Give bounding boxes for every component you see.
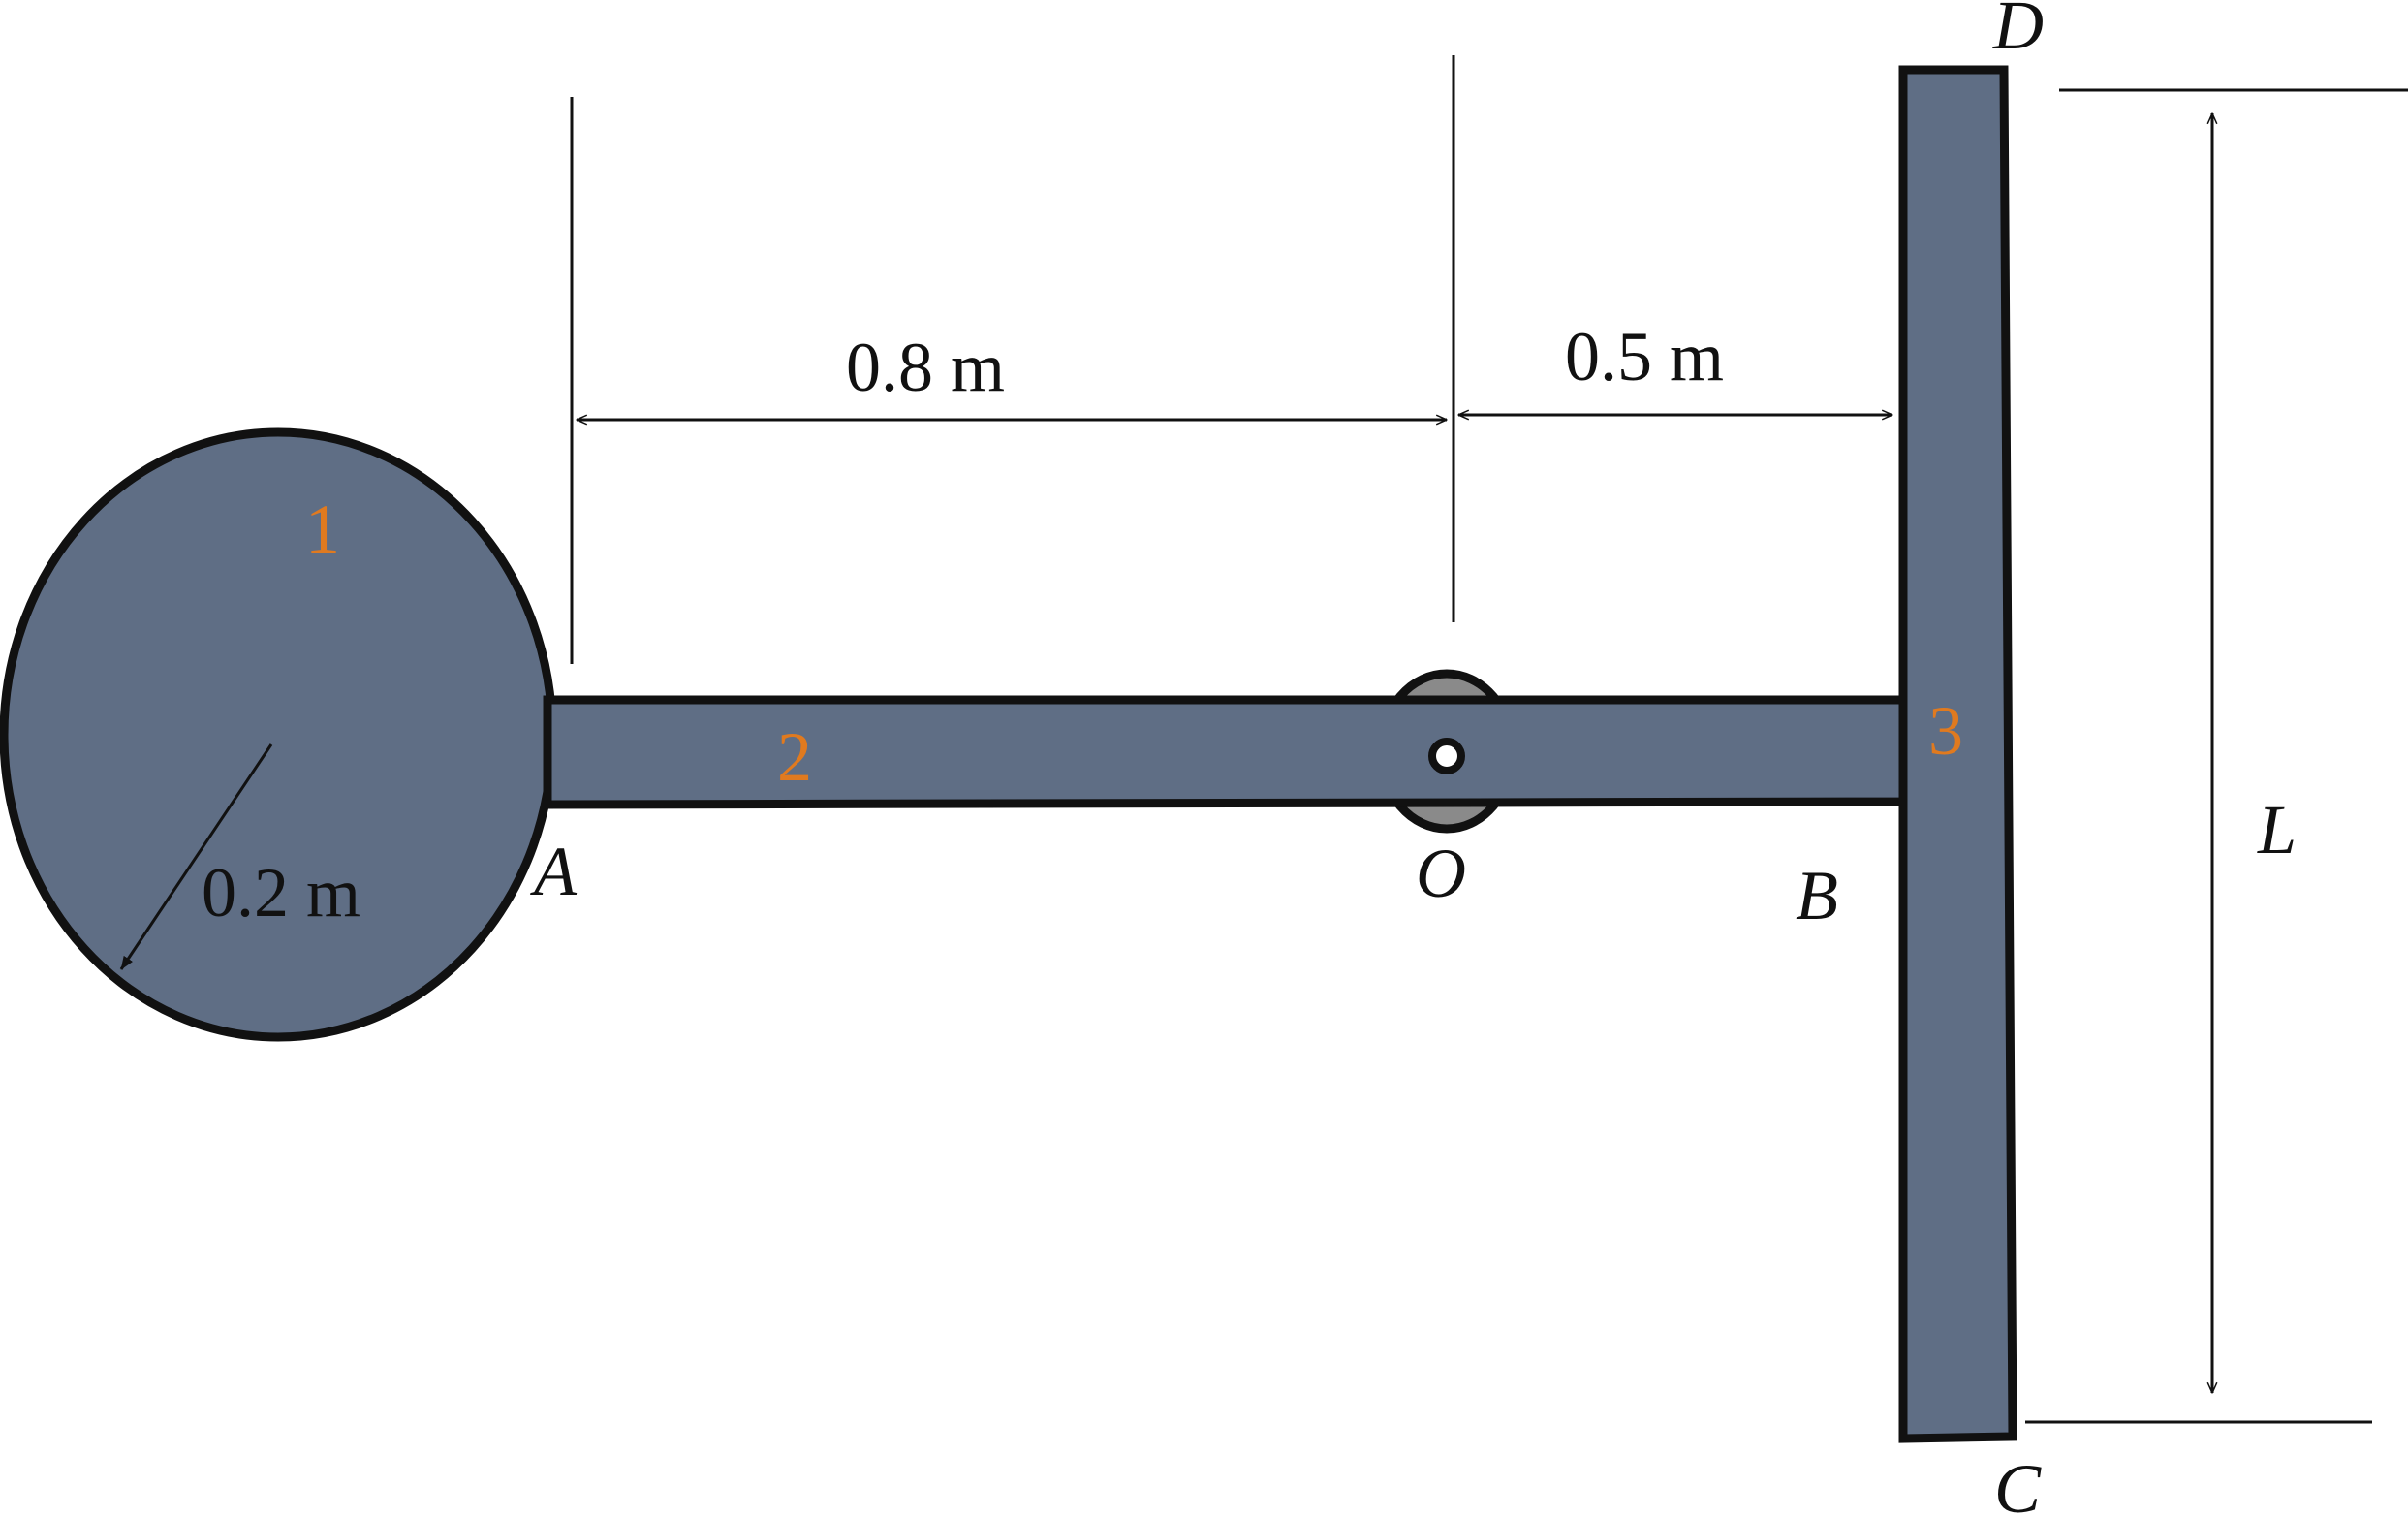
dimension-label-radius: 0.2 m	[202, 854, 360, 932]
dimension-label-a-to-o: 0.8 m	[846, 329, 1005, 406]
point-label-a: A	[530, 833, 578, 910]
radius-arrow	[119, 743, 273, 970]
pivot-pin	[1428, 738, 1465, 774]
arm-body	[543, 695, 1912, 809]
dimension-label-o-to-b: 0.5 m	[1565, 318, 1724, 395]
dimension-label-length: L	[2257, 791, 2297, 869]
rod-body	[1898, 65, 2017, 1443]
body-number-disk: 1	[305, 490, 340, 568]
point-label-c: C	[1994, 1450, 2042, 1517]
point-label-d: D	[1992, 0, 2044, 64]
disk-body	[0, 427, 557, 1042]
point-label-b: B	[1796, 857, 1838, 934]
body-number-rod: 3	[1928, 692, 1963, 770]
body-number-arm: 2	[777, 718, 812, 796]
point-label-o: O	[1416, 835, 1466, 912]
